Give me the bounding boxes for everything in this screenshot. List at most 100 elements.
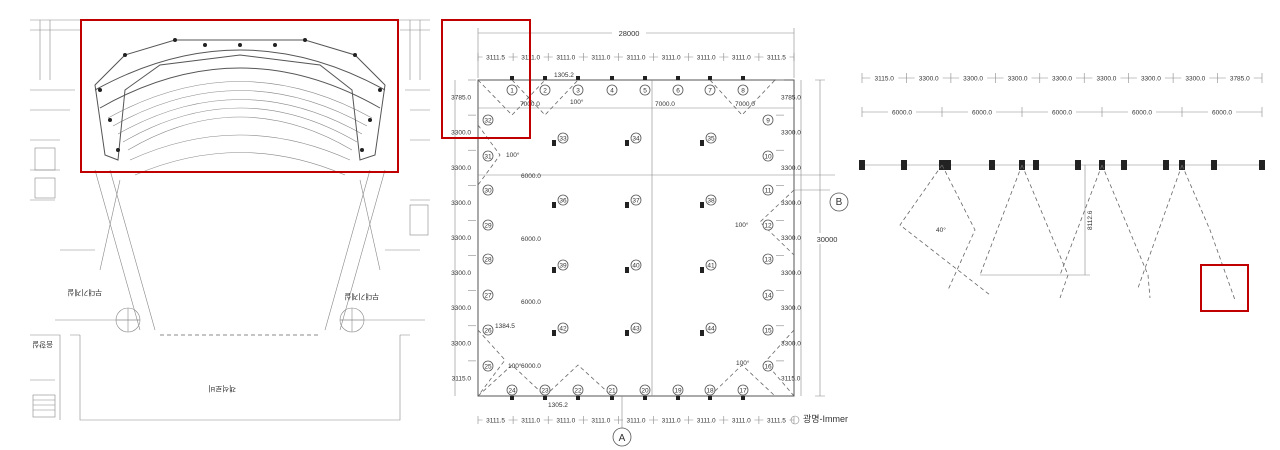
fixture-12-label: 12 (764, 223, 772, 230)
label-machine-room-right: 무대기계실 (344, 292, 379, 302)
bottom-dim-9: 3111.5 (767, 418, 786, 425)
bottom-dim-1: 3111.5 (486, 418, 505, 425)
fixture-27-circle (482, 289, 494, 301)
fixture-1-circle (506, 84, 518, 96)
fixture-15-label: 15 (764, 328, 772, 335)
fixture-9-label: 9 (766, 118, 770, 125)
marker-b-circle (829, 192, 849, 212)
bottom-dim-2: 3111.0 (521, 418, 540, 425)
section-top-dim-3: 3300.0 (963, 76, 983, 83)
section-fixture-1 (859, 160, 865, 170)
section-mid-dim-3: 6000.0 (1052, 110, 1072, 117)
fixture-3-label: 3 (576, 88, 580, 95)
section-mid-dim-2: 6000.0 (972, 110, 992, 117)
fixture-44-circle (705, 322, 717, 334)
fixture-38-circle (705, 194, 717, 206)
fixture-2-label: 2 (543, 88, 547, 95)
fixture-25-label: 25 (484, 364, 492, 371)
fixture-8-circle (737, 84, 749, 96)
bottom-dim-4: 3111.0 (591, 418, 610, 425)
fixture-5-label: 5 (643, 88, 647, 95)
fixture-1-label: 1 (510, 88, 514, 95)
marker-a-label: A (619, 433, 626, 444)
inner-left-dim-3: 6000.0 (521, 299, 541, 306)
section-fixture-8 (1075, 160, 1081, 170)
fixture-6-label: 6 (676, 88, 680, 95)
section-top-dim-5: 3300.0 (1052, 76, 1072, 83)
fixture-43-circle (630, 322, 642, 334)
fixture-38-label: 38 (707, 198, 715, 205)
section-fixture-13 (1211, 160, 1217, 170)
fixture-2-circle (539, 84, 551, 96)
fixture-36-label: 36 (559, 198, 567, 205)
fixture-33-label: 33 (559, 136, 567, 143)
fixture-18-circle (704, 384, 716, 396)
top-total-dim: 28000 (619, 29, 640, 38)
fixture-32-circle (482, 114, 494, 126)
fixture-32-label: 32 (484, 118, 492, 125)
section-mid-dim-4: 6000.0 (1132, 110, 1152, 117)
fixture-41-label: 41 (707, 263, 715, 270)
right-dim-2: 3300.0 (781, 130, 801, 137)
highlight-box-beam (1200, 264, 1249, 312)
fixture-40-circle (630, 259, 642, 271)
fixture-23-circle (539, 384, 551, 396)
fixture-29-circle (482, 219, 494, 231)
top-dim-8: 3111.0 (732, 55, 751, 62)
fixture-28-circle (482, 253, 494, 265)
section-top-dim-4: 3300.0 (1008, 76, 1028, 83)
top-dim-1: 3111.5 (486, 55, 505, 62)
fixture-30-circle (482, 184, 494, 196)
left-dim-6: 3300.0 (451, 270, 471, 277)
fixture-13-circle (762, 253, 774, 265)
section-top-dim-1: 3115.0 (875, 76, 895, 83)
inner-left-dim-4: 6000.0 (521, 363, 541, 370)
label-machine-room-left: 무대기계실 (67, 288, 102, 298)
section-angle: 40° (936, 226, 946, 234)
fixture-10-circle (762, 150, 774, 162)
angle-1: 100° (570, 98, 584, 106)
fixture-4-label: 4 (610, 88, 614, 95)
inner-left-dim-2: 6000.0 (521, 236, 541, 243)
section-top-dim-8: 3300.0 (1185, 76, 1205, 83)
fixture-31-circle (482, 150, 494, 162)
fixture-18-label: 18 (706, 388, 714, 395)
fixture-37-circle (630, 194, 642, 206)
left-dim-4: 3300.0 (451, 200, 471, 207)
angle-3: 100° (735, 221, 749, 229)
right-dim-5: 3300.0 (781, 235, 801, 242)
fixture-28-label: 28 (484, 257, 492, 264)
theatre-floor-plan: 무대기계실 무대기계실 객석로비 음향실 (30, 19, 430, 421)
fixture-36-circle (557, 194, 569, 206)
fixture-3-circle (572, 84, 584, 96)
section-fixture-10 (1121, 160, 1127, 170)
angle-5: 100° (736, 359, 750, 367)
fixture-33-circle (557, 132, 569, 144)
fixture-10-label: 10 (764, 154, 772, 161)
fixture-39-label: 39 (559, 263, 567, 270)
right-total-dim: 30000 (817, 235, 838, 244)
fixture-37-label: 37 (632, 198, 640, 205)
fixture-26-circle (482, 324, 494, 336)
fixture-35-label: 35 (707, 136, 715, 143)
fixture-16-label: 16 (764, 364, 772, 371)
section-top-dim-9: 3785.0 (1230, 76, 1250, 83)
fixture-11-circle (762, 184, 774, 196)
fixture-8-label: 8 (741, 88, 745, 95)
inner-top-dim-3: 7000.0 (735, 101, 755, 108)
section-fixture-11 (1163, 160, 1169, 170)
fixture-41-circle (705, 259, 717, 271)
fixture-24-label: 24 (508, 388, 516, 395)
left-dim-3: 3300.0 (451, 165, 471, 172)
label-lobby: 객석로비 (208, 384, 236, 394)
section-fixture-5 (989, 160, 995, 170)
inner-top-dim-2: 7000.0 (655, 101, 675, 108)
fixture-25-circle (482, 360, 494, 372)
section-fixture-14 (1259, 160, 1265, 170)
caption-text: 광명-Immer (803, 413, 848, 424)
fixture-7-label: 7 (708, 88, 712, 95)
fixture-11-label: 11 (765, 188, 772, 195)
left-dim-5: 3300.0 (451, 235, 471, 242)
fixture-35-circle (705, 132, 717, 144)
